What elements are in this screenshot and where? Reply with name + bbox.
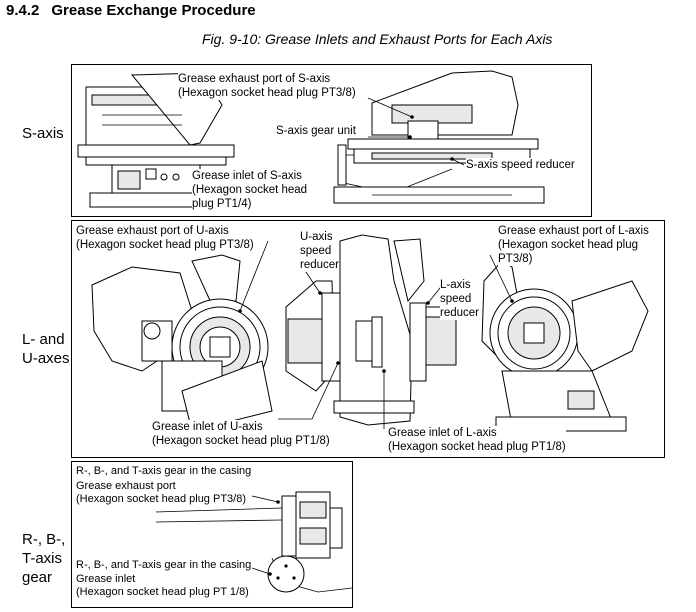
lu-left-view	[91, 254, 273, 432]
rbt-inlet-label: Grease inlet (Hexagon socket head plug P…	[76, 573, 249, 599]
rbt-inlet-line1: Grease inlet	[76, 573, 136, 585]
rbt-casing-top-label: R-, B-, and T-axis gear in the casing	[76, 465, 252, 478]
lu-axes-row-label-line1: L- and	[22, 331, 65, 348]
l-axis-reducer-line2: speed	[440, 293, 472, 305]
u-axis-reducer-label: U-axis speed reducer	[300, 230, 339, 272]
s-axis-left-view	[77, 72, 235, 208]
rbt-exhaust-label: Grease exhaust port (Hexagon socket head…	[76, 480, 246, 506]
rbt-exhaust-line2: (Hexagon socket head plug PT3/8)	[76, 493, 246, 505]
s-axis-inlet-line1: Grease inlet of S-axis	[192, 170, 302, 182]
s-axis-speed-reducer-label: S-axis speed reducer	[466, 158, 575, 172]
s-axis-inlet-line3: plug PT1/4)	[192, 198, 252, 210]
l-axis-exhaust-line2: (Hexagon socket head plug	[498, 239, 639, 251]
rbt-wrist-view	[155, 491, 352, 593]
l-axis-reducer-line3: reducer	[440, 307, 479, 319]
section-title: Grease Exchange Procedure	[51, 2, 256, 19]
l-axis-reducer-line1: L-axis	[440, 279, 471, 291]
l-axis-exhaust-line3: PT3/8)	[498, 253, 533, 265]
s-axis-drawing	[77, 70, 545, 208]
s-axis-right-view	[333, 70, 545, 204]
rbt-axis-drawing	[155, 491, 352, 593]
lu-axes-row-label: L- and U-axes	[22, 330, 70, 368]
rbt-axis-row-label: R-, B-, T-axis gear	[22, 530, 65, 587]
s-axis-inlet-label: Grease inlet of S-axis (Hexagon socket h…	[192, 169, 308, 211]
u-axis-exhaust-line1: Grease exhaust port of U-axis	[76, 225, 229, 237]
u-axis-inlet-label: Grease inlet of U-axis (Hexagon socket h…	[152, 420, 330, 448]
l-axis-exhaust-label: Grease exhaust port of L-axis (Hexagon s…	[498, 224, 649, 266]
u-axis-exhaust-label: Grease exhaust port of U-axis (Hexagon s…	[76, 224, 254, 252]
l-axis-inlet-line1: Grease inlet of L-axis	[388, 427, 497, 439]
s-axis-row-label: S-axis	[22, 125, 64, 142]
s-axis-exhaust-label: Grease exhaust port of S-axis (Hexagon s…	[178, 72, 356, 100]
l-axis-inlet-label: Grease inlet of L-axis (Hexagon socket h…	[388, 426, 566, 454]
rbt-casing-bottom-label: R-, B-, and T-axis gear in the casing	[76, 559, 252, 572]
s-axis-panel: Grease exhaust port of S-axis (Hexagon s…	[71, 64, 592, 217]
l-axis-inlet-line2: (Hexagon socket head plug PT1/8)	[388, 441, 566, 453]
lu-right-view	[481, 260, 649, 432]
lu-axes-drawing	[91, 234, 649, 432]
u-axis-inlet-line1: Grease inlet of U-axis	[152, 421, 263, 433]
section-number: 9.4.2	[6, 2, 40, 19]
figure-caption: Fig. 9-10: Grease Inlets and Exhaust Por…	[202, 31, 553, 47]
lu-axes-row-label-line2: U-axes	[22, 350, 70, 367]
rbt-axis-row-label-line3: gear	[22, 569, 53, 586]
rbt-exhaust-line1: Grease exhaust port	[76, 480, 176, 492]
u-axis-exhaust-line2: (Hexagon socket head plug PT3/8)	[76, 239, 254, 251]
lu-axes-panel: Grease exhaust port of U-axis (Hexagon s…	[71, 220, 665, 458]
u-axis-reducer-line3: reducer	[300, 259, 339, 271]
l-axis-reducer-label: L-axis speed reducer	[440, 278, 479, 320]
u-axis-reducer-line2: speed	[300, 245, 332, 257]
section-heading: 9.4.2 Grease Exchange Procedure	[6, 2, 256, 19]
s-axis-exhaust-line1: Grease exhaust port of S-axis	[178, 73, 331, 85]
rbt-axis-row-label-line1: R-, B-,	[22, 531, 66, 548]
rbt-axis-row-label-line2: T-axis	[22, 550, 63, 567]
s-axis-inlet-line2: (Hexagon socket head	[192, 184, 308, 196]
lu-center-view	[285, 234, 457, 426]
u-axis-inlet-line2: (Hexagon socket head plug PT1/8)	[152, 435, 330, 447]
rbt-inlet-line2: (Hexagon socket head plug PT 1/8)	[76, 586, 249, 598]
s-axis-exhaust-line2: (Hexagon socket head plug PT3/8)	[178, 87, 356, 99]
rbt-axis-panel: R-, B-, and T-axis gear in the casing Gr…	[71, 461, 353, 608]
u-axis-reducer-line1: U-axis	[300, 231, 333, 243]
l-axis-exhaust-line1: Grease exhaust port of L-axis	[498, 225, 649, 237]
s-axis-gear-unit-label: S-axis gear unit	[276, 124, 356, 138]
